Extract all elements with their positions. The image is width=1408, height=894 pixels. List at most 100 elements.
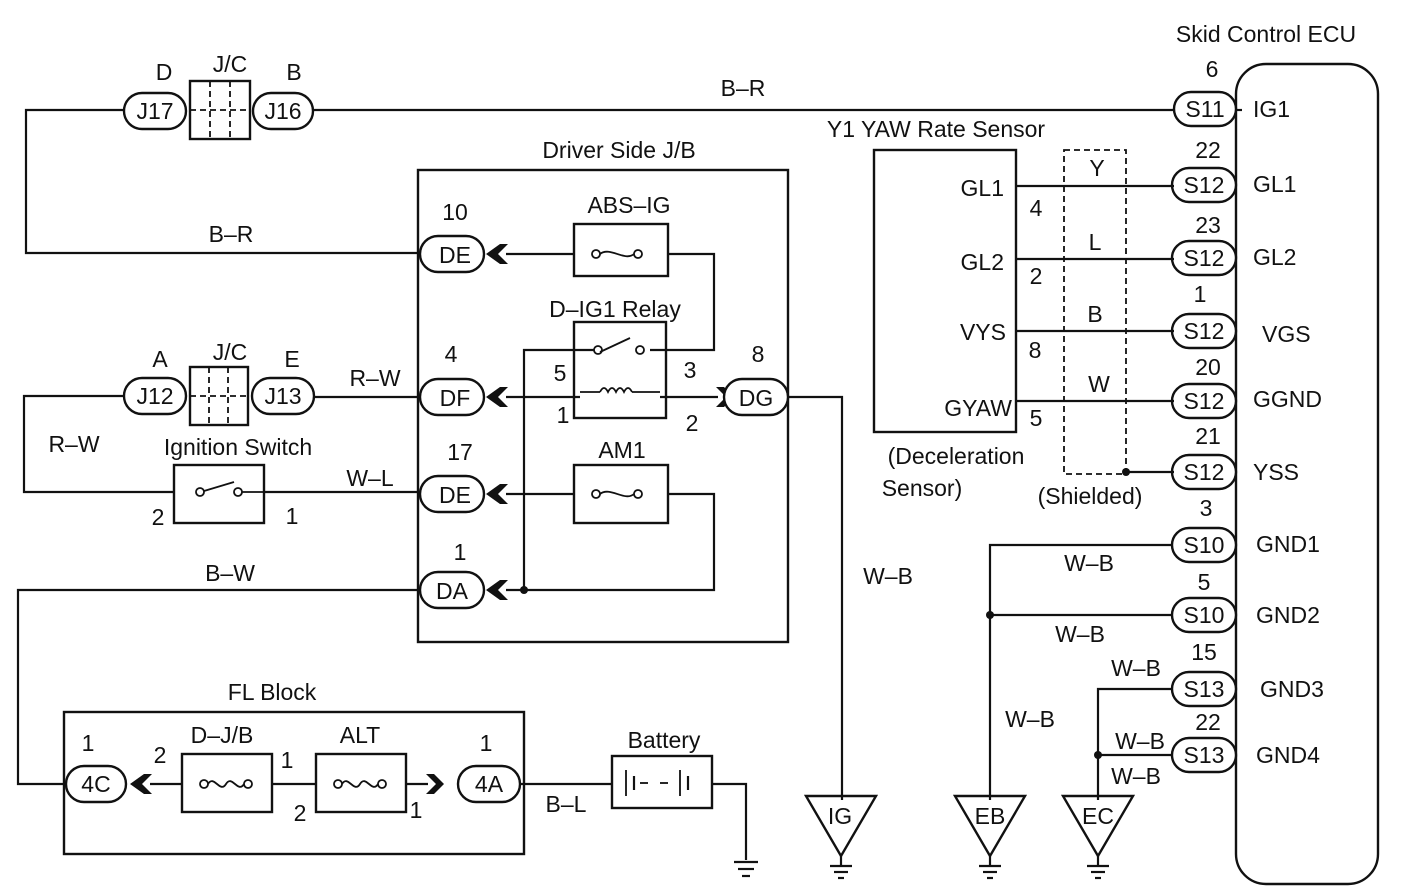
eb-ground-icon (979, 864, 1001, 880)
ecu-pin-num: 15 (1191, 639, 1217, 665)
fl-4a-num: 1 (480, 730, 493, 756)
wire-wl: W–L (346, 465, 394, 491)
jb-connector-label: DF (440, 385, 471, 411)
wire-wb-gnd3: W–B (1111, 655, 1161, 681)
driver-jb-title: Driver Side J/B (542, 137, 695, 163)
jc-mid-right-conn-label: J13 (264, 383, 301, 409)
ec-ground-triangle (1060, 794, 1136, 859)
ecu-pin-num: 6 (1206, 56, 1219, 82)
fl-block-title: FL Block (228, 679, 317, 705)
jb-connector-label: DE (439, 242, 471, 268)
sensor-pin-num: 5 (1030, 405, 1043, 431)
wire-bl: B–L (546, 791, 587, 817)
jb-connector-label: DA (436, 578, 469, 604)
battery-ground-icon (734, 860, 758, 878)
jc-top-left-letter: D (156, 59, 173, 85)
eb-ground-triangle (952, 794, 1028, 859)
relay-label: D–IG1 Relay (549, 296, 681, 322)
ignition-pin-right: 1 (286, 503, 299, 529)
ecu-pin-name: IG1 (1253, 96, 1290, 122)
jc-mid-right-letter: E (284, 346, 299, 372)
sensor-pin-name: VYS (960, 319, 1006, 345)
ecu-pin-name: GND3 (1260, 676, 1324, 702)
shield-outline (1063, 149, 1127, 475)
ignition-switch (172, 463, 266, 525)
alt-pin-right: 1 (410, 797, 423, 823)
ecu-pin-num: 22 (1195, 709, 1221, 735)
eb-ground-label: EB (975, 803, 1006, 829)
jb-conn-num: 17 (447, 439, 473, 465)
sensor-pin-num: 4 (1030, 195, 1043, 221)
wire-rw-left: R–W (48, 431, 99, 457)
djb-label: D–J/B (191, 722, 254, 748)
wire-wb-gnd4: W–B (1115, 728, 1165, 754)
ig-ground-triangle (803, 794, 879, 859)
sensor-sub1: (Deceleration (888, 443, 1025, 469)
driver-jb-box (416, 168, 790, 644)
ecu-title: Skid Control ECU (1176, 21, 1356, 47)
ecu-pin-name: GND2 (1256, 602, 1320, 628)
ecu-pin-name: GGND (1253, 386, 1322, 412)
ecu-pin-num: 1 (1194, 281, 1207, 307)
jc-top-left-conn-label: J17 (136, 98, 173, 124)
sensor-box (872, 148, 1018, 434)
jb-conn-num: 1 (454, 539, 467, 565)
jc-top-right-conn-label: J16 (264, 98, 301, 124)
wire-wb-gnd2: W–B (1055, 621, 1105, 647)
sensor-pin-num: 8 (1029, 337, 1042, 363)
fl-4c-label: 4C (81, 771, 110, 797)
djb-pin-left: 2 (154, 742, 167, 768)
shielded-label: (Shielded) (1038, 483, 1143, 509)
sensor-wire: Y (1089, 155, 1104, 181)
jc-mid-label: J/C (213, 339, 248, 365)
dg-connector-label: DG (739, 385, 774, 411)
abs-ig-fuse (572, 222, 670, 278)
ecu-connector-label: S10 (1184, 532, 1225, 558)
ecu-pin-num: 3 (1200, 495, 1213, 521)
abs-ig-label: ABS–IG (587, 192, 670, 218)
ig-ground-icon (830, 864, 852, 880)
ecu-pin-name: GL2 (1253, 244, 1296, 270)
alt-label: ALT (340, 722, 380, 748)
sensor-wire: W (1088, 371, 1110, 397)
battery-label: Battery (628, 727, 701, 753)
alt-pin-left: 2 (294, 800, 307, 826)
wire-br-left: B–R (209, 221, 254, 247)
ecu-pin-num: 21 (1195, 423, 1221, 449)
fl-4a-label: 4A (475, 771, 504, 797)
jb-connector (418, 234, 486, 274)
am1-label: AM1 (598, 437, 645, 463)
battery-symbol (610, 754, 714, 810)
ecu-connector-label: S12 (1184, 245, 1225, 271)
dg-num: 8 (752, 341, 765, 367)
sensor-pin-num: 2 (1030, 263, 1043, 289)
ecu-pin-num: 22 (1195, 137, 1221, 163)
jc-top-right-letter: B (286, 59, 301, 85)
relay-pin-1: 1 (557, 402, 570, 428)
ignition-switch-label: Ignition Switch (164, 434, 312, 460)
ecu-pin-name: GND1 (1256, 531, 1320, 557)
ecu-pin-name: VGS (1262, 321, 1311, 347)
jc-top-label: J/C (213, 51, 248, 77)
ecu-connector-label: S10 (1184, 602, 1225, 628)
jc-mid-junction (188, 365, 250, 427)
sensor-title: Y1 YAW Rate Sensor (827, 116, 1046, 142)
relay-pin-5: 5 (554, 360, 567, 386)
wire-wb-gnd1: W–B (1064, 550, 1114, 576)
sensor-pin-name: GL2 (961, 249, 1004, 275)
relay-pin-2: 2 (686, 410, 699, 436)
ecu-pin-num: 5 (1198, 569, 1211, 595)
wire-wb-ec: W–B (1111, 763, 1161, 789)
wire-wb-eb: W–B (1005, 706, 1055, 732)
ecu-pin-name: YSS (1253, 459, 1299, 485)
ecu-pin-name: GND4 (1256, 742, 1320, 768)
ec-ground-label: EC (1082, 803, 1114, 829)
jb-connector (418, 474, 486, 514)
djb-pin-right: 1 (281, 747, 294, 773)
wire-br-top: B–R (721, 75, 766, 101)
sensor-pin-name: GYAW (944, 395, 1012, 421)
ec-ground-icon (1087, 864, 1109, 880)
sensor-wire: B (1087, 301, 1102, 327)
jc-mid-left-letter: A (152, 346, 168, 372)
